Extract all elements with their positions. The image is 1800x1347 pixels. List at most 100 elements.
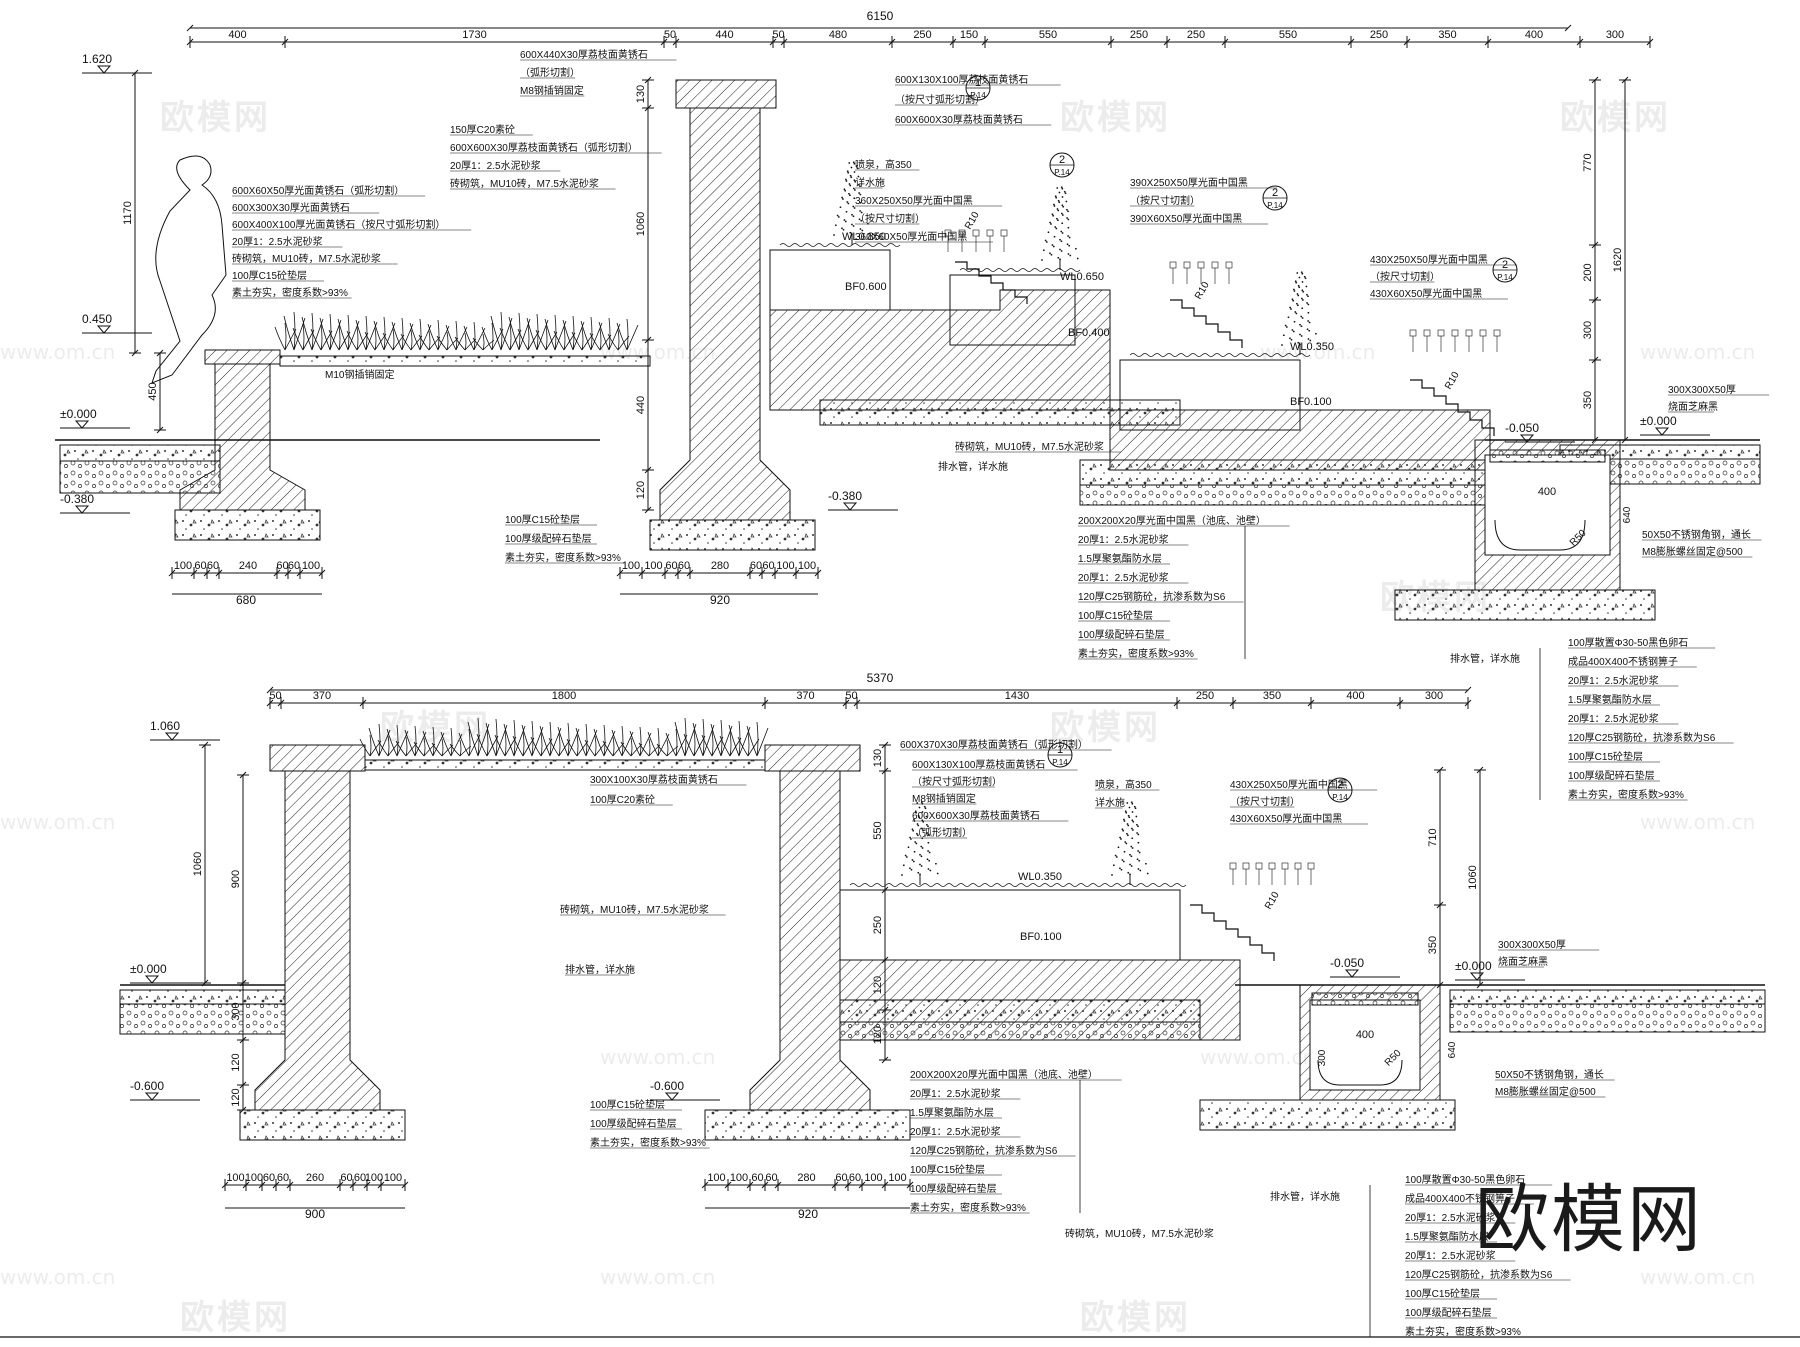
s2-right-vdim-label: 710 <box>1427 828 1439 846</box>
s2-bottom-mid-label: 60 <box>765 1172 777 1184</box>
fountain-spray-dot <box>1316 342 1319 345</box>
watermark-url: www.om.cn <box>1640 810 1756 834</box>
s2-base-callout-label: 素土夯实，密度系数>93% <box>590 1136 706 1149</box>
s2-overall-dim: 5370 <box>867 671 894 685</box>
watermark-text: 欧模网 <box>160 98 271 138</box>
fountain-spray-dot <box>1301 307 1304 310</box>
s1-bottom-left-label: 240 <box>239 560 257 572</box>
fountain-spray-dot <box>920 801 923 804</box>
fountain-spray-dot <box>1138 859 1141 862</box>
fountain-spray-dot <box>1069 254 1072 257</box>
s1-wl1: WL0.850 <box>842 231 886 243</box>
fountain-spray-dot <box>1052 203 1055 206</box>
s1-r10c: R10 <box>1443 370 1462 392</box>
plant-stroke <box>580 316 603 351</box>
s1-step-callout3-label: 390X250X50厚光面中国黑 <box>1130 176 1248 189</box>
s2-pool-layers-label: 200X200X20厚光面中国黑（池底、池壁） <box>910 1068 1098 1081</box>
fountain-spray-dot <box>916 834 919 837</box>
fountain-spray-dot <box>1129 873 1131 876</box>
fountain-spray-dot <box>1131 847 1134 849</box>
s1-callout-2-sheet: P.14 <box>1054 168 1070 177</box>
fountain-spray-dot <box>860 211 863 214</box>
s1-top-dim-label: 550 <box>1279 29 1297 41</box>
s2-bolt-row <box>1255 862 1263 870</box>
s1-elev-top-marker <box>96 65 112 74</box>
fountain-spray-dot <box>846 170 849 173</box>
plant-stroke <box>526 313 549 351</box>
watermark-url: www.om.cn <box>0 340 116 364</box>
fountain-spray-dot <box>1295 312 1298 315</box>
fountain-spray-dot <box>1126 834 1129 837</box>
s1-right-total-label: 1620 <box>1612 248 1624 272</box>
s2-right-layers-label: 素土夯实，密度系数>93% <box>1405 1325 1521 1338</box>
fountain-spray-dot <box>1300 335 1303 337</box>
plant-stroke <box>368 723 391 757</box>
fountain-spray-dot <box>849 174 852 177</box>
fountain-spray-dot <box>1054 195 1057 198</box>
fountain-spray-dot <box>1068 244 1071 247</box>
fountain-spray-dot <box>1131 837 1134 840</box>
s2-top-dim-label: 50 <box>845 690 857 702</box>
fountain-spray-dot <box>1057 256 1060 259</box>
s2-bottom-mid-label: 60 <box>849 1172 861 1184</box>
s2-elev-right-marker <box>1469 972 1485 981</box>
s1-step-callout2-label: 360X60X50厚光面中国黑 <box>855 230 967 243</box>
fountain-spray-dot <box>913 850 916 853</box>
fountain-spray-dot <box>1068 236 1071 239</box>
fountain-spray-dot <box>929 869 932 872</box>
fountain-spray-dot <box>849 231 852 234</box>
fountain-spray-dot <box>917 871 920 874</box>
s2-top-dim-label: 370 <box>796 690 814 702</box>
fountain-spray-dot <box>1131 829 1134 831</box>
s1-pier-footing <box>649 519 816 551</box>
s2-drain-640: 640 <box>1447 1041 1458 1058</box>
s1-right-layers-label: 20厚1：2.5水泥砂浆 <box>1568 674 1659 687</box>
plant-stroke <box>728 720 751 757</box>
fountain-spray-dot <box>1128 806 1131 809</box>
s2-bottom-mid-label: 100 <box>888 1172 906 1184</box>
fountain-spray-dot <box>1055 227 1058 230</box>
fountain-spray-dot <box>907 846 910 849</box>
fountain-spray-dot <box>1292 330 1295 333</box>
s1-bottom-left-label: 60 <box>288 560 300 572</box>
fountain-spray-dot <box>909 836 911 839</box>
s2-callout-1-sheet: P.14 <box>1052 758 1068 767</box>
fountain-spray-dot <box>923 805 926 808</box>
s1-basin-structure <box>769 289 1111 411</box>
fountain-spray-dot <box>1290 338 1293 341</box>
fountain-spray-dot <box>918 816 921 819</box>
s2-elev-drain-marker <box>1344 969 1360 978</box>
s1-right-layers-label: 100厚级配碎石垫层 <box>1568 769 1655 782</box>
fountain-spray-dot <box>834 224 837 227</box>
s1-bottom-left-total: 680 <box>236 593 256 607</box>
s2-top-dim-label: 1430 <box>1005 690 1029 702</box>
s1-step-callout-label: 600X600X30厚荔枝面黄锈石 <box>895 113 1023 126</box>
fountain-spray-dot <box>921 847 924 849</box>
fountain-spray-dot <box>1044 239 1047 242</box>
s1-top-callout2-label: 600X600X30厚荔枝面黄锈石（弧形切割） <box>450 141 638 154</box>
fountain-spray-dot <box>1294 280 1297 283</box>
fountain-spray-dot <box>859 201 862 204</box>
s1-right-angle-callout-label: M8膨胀螺丝固定@500 <box>1642 545 1743 558</box>
fountain-spray-dot <box>1301 317 1304 319</box>
fountain-spray-dot <box>905 856 908 858</box>
fountain-spray-dot <box>936 872 939 875</box>
s2-bottom-mid-label: 100 <box>707 1172 725 1184</box>
fountain-spray-dot <box>1061 214 1064 216</box>
fountain-spray-dot <box>915 811 918 814</box>
fountain-spray-dot <box>850 166 853 169</box>
s2-top-callout2-label: （按尺寸弧形切割） <box>912 775 1002 788</box>
s1-bf2: BF0.400 <box>1068 327 1110 339</box>
s2-elev-base2-label: -0.600 <box>650 1079 684 1093</box>
fountain-spray-dot <box>852 161 855 164</box>
fountain-spray-dot <box>851 223 853 226</box>
s2-drain-channel <box>1309 999 1421 1091</box>
fountain-spray-dot <box>1115 856 1118 858</box>
s1-top-dim-label: 400 <box>1525 29 1543 41</box>
fountain-spray-dot <box>927 833 930 836</box>
s1-elev-drain-marker <box>1519 434 1535 443</box>
fountain-spray-dot <box>1296 293 1299 295</box>
fountain-spray-dot <box>1067 253 1070 255</box>
fountain-spray-dot <box>1287 316 1290 319</box>
fountain-spray-dot <box>1135 815 1138 818</box>
